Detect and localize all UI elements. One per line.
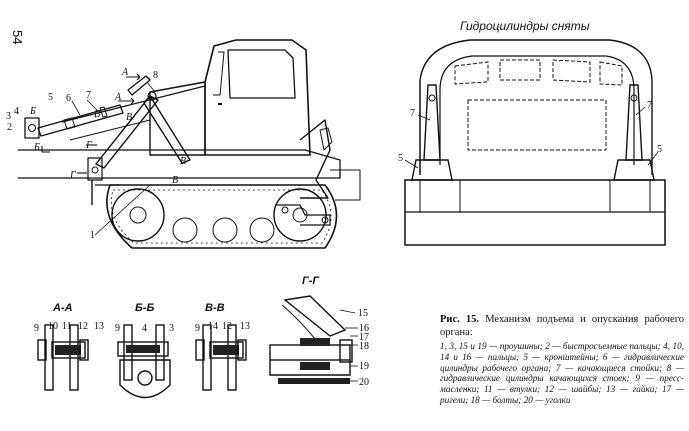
section-gg-labels: 15 16 17 18 19 20 [358,308,369,388]
vv-label-13: 13 [240,321,250,332]
section-bb-drawing [117,324,171,399]
label-5-left: 5 [398,153,403,164]
label-B-top: Б [29,106,36,117]
gg-label-16: 16 [359,323,369,334]
aa-label-10: 10 [48,321,58,332]
gg-label-20: 20 [359,377,369,388]
section-vv-drawing [195,324,247,391]
section-aa-labels: 9 10 11 12 13 [34,321,104,334]
aa-label-11: 11 [62,321,72,332]
label-5: 5 [48,92,53,103]
section-vv-title: В-В [205,302,225,314]
label-V-2: В [126,112,132,123]
caption-fig-title: Механизм подъема и опускания рабочего ор… [440,314,685,338]
label-A-top: А [121,67,129,78]
section-gg-title: Г-Г [302,275,320,287]
label-2: 2 [7,122,12,133]
label-B-bottom: Б [33,142,40,153]
caption-fig-label: Рис. 15. [440,314,480,325]
label-G-1: Г [85,140,92,151]
aa-label-12: 12 [78,321,88,332]
main-view-labels: 1 2 3 4 5 6 7 8 А А Б Б В В В В Г Г [6,67,186,241]
label-5-right: 5 [657,144,662,155]
label-A-mid: А [114,92,122,103]
label-V-1: В [94,109,100,120]
label-7-left: 7 [410,108,415,119]
label-4: 4 [14,106,19,117]
figure-caption: Рис. 15. Механизм подъема и опускания ра… [440,313,684,406]
bb-label-9: 9 [115,323,120,334]
label-V-4: В [172,175,178,186]
bulldozer-front-view [404,39,666,246]
section-aa-title: А-А [52,302,73,314]
right-view-title: Гидроцилиндры сняты [460,19,590,33]
label-7-right: 7 [647,100,652,111]
gg-label-17: 17 [359,332,369,343]
vv-label-9: 9 [195,323,200,334]
aa-label-9: 9 [34,323,39,334]
aa-label-13: 13 [94,321,104,332]
label-G-2: Г [69,170,76,181]
section-bb-labels: 9 4 3 [115,323,174,334]
bb-label-3: 3 [169,323,174,334]
gg-label-19: 19 [359,361,369,372]
gg-label-18: 18 [359,341,369,352]
section-aa-drawing [37,324,89,391]
gg-label-15: 15 [358,308,368,319]
page-number: 54 [10,30,25,44]
caption-header: Рис. 15. Механизм подъема и опускания ра… [440,313,684,339]
label-7: 7 [86,90,91,101]
label-1: 1 [90,230,95,241]
bb-label-4: 4 [142,323,147,334]
vv-label-12: 12 [222,321,232,332]
bulldozer-side-view [18,39,361,249]
label-V-3: В [180,156,186,167]
caption-body: 1, 3, 15 и 19 — проушины; 2 — быстросъем… [440,341,684,405]
vv-label-14: 14 [208,321,218,332]
label-6: 6 [66,93,71,104]
label-8: 8 [153,70,158,81]
section-bb-title: Б-Б [135,302,154,314]
right-view-labels: 7 7 5 5 [398,100,662,164]
section-gg-drawing [269,295,358,384]
label-3: 3 [6,111,11,122]
section-vv-labels: 9 14 12 13 [195,321,250,334]
